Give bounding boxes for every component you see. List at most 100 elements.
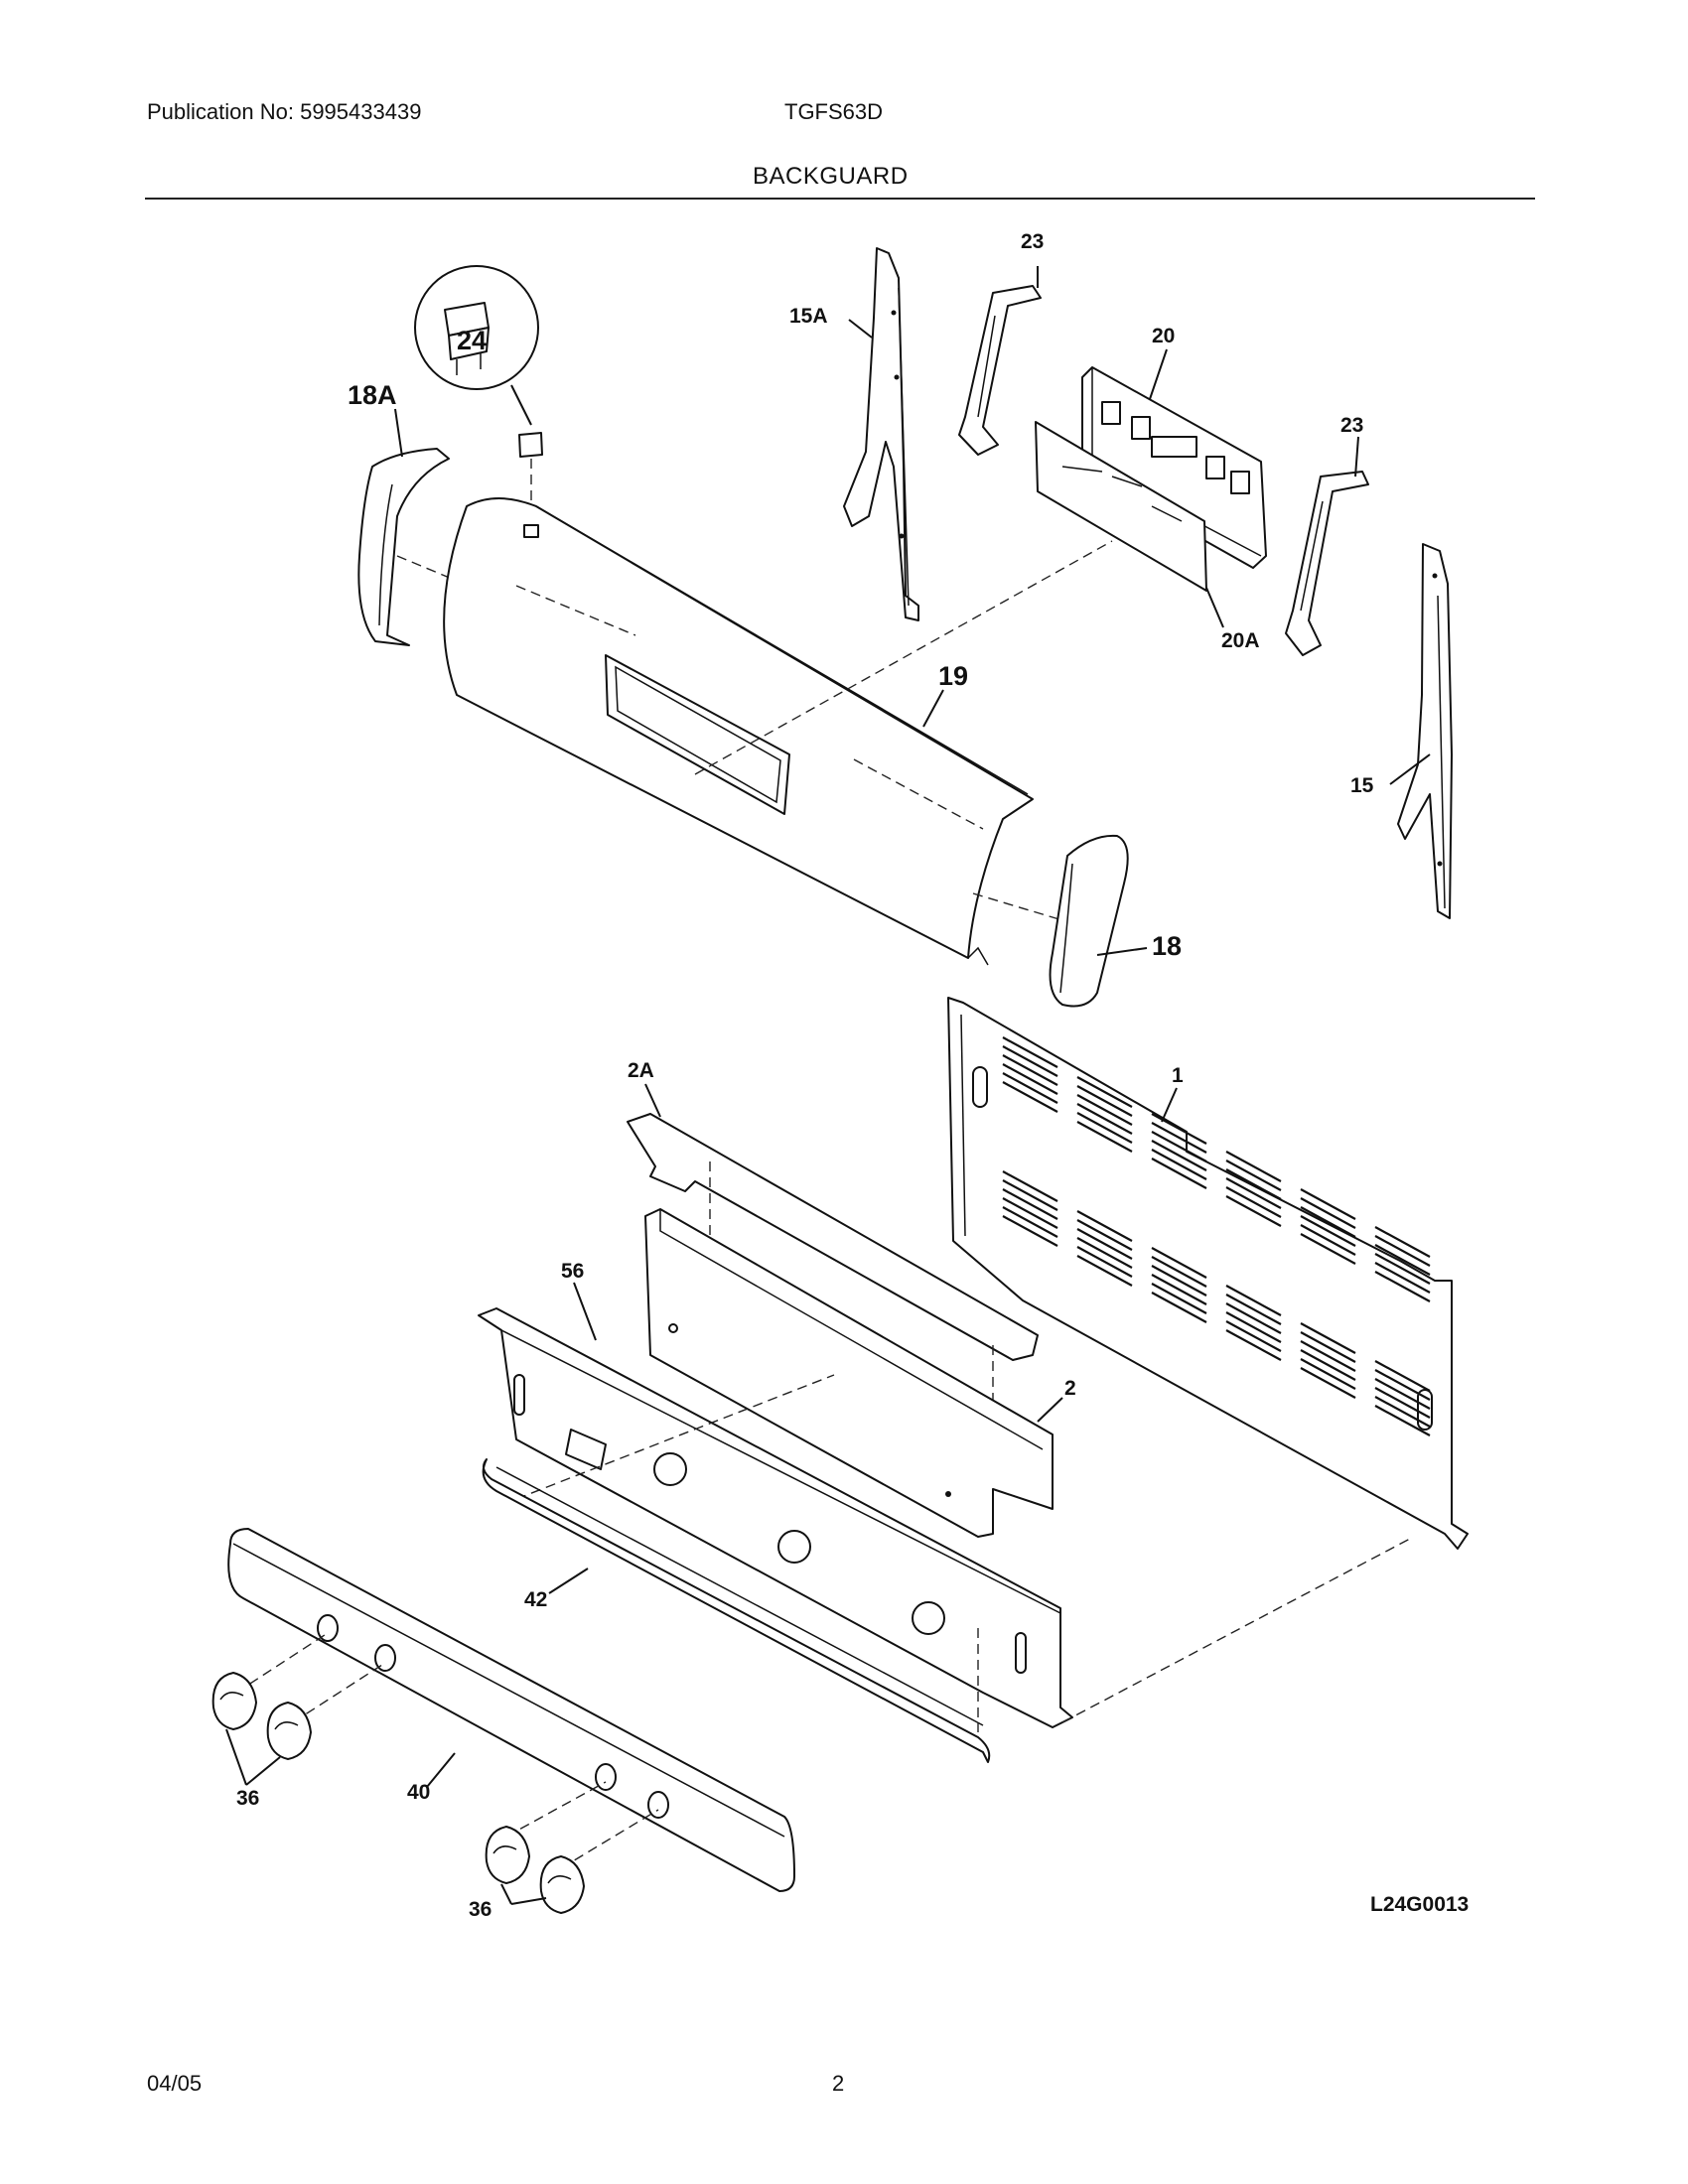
vent-louver [1300, 1367, 1356, 1399]
knob [539, 1855, 585, 1914]
knob-hole [374, 1644, 396, 1672]
vent-louver [1076, 1246, 1133, 1278]
part-36-knobs [211, 1672, 585, 1914]
overlay-20a [1035, 421, 1207, 592]
vent-louver [1374, 1253, 1431, 1285]
vent-louver [1002, 1054, 1058, 1086]
hole [894, 374, 900, 380]
hole [945, 1491, 951, 1497]
vent-louver [1225, 1151, 1282, 1182]
callout-19: 19 [938, 661, 968, 691]
bracket-23b [1285, 471, 1369, 656]
valve-hole [653, 1452, 687, 1486]
callout-18: 18 [1152, 931, 1182, 961]
hole [891, 310, 897, 316]
vent-louver [1076, 1210, 1133, 1242]
part-42-trim [482, 1458, 991, 1763]
vent-louver [1076, 1219, 1133, 1251]
vent-louver [1151, 1158, 1207, 1189]
vent-louver [1374, 1271, 1431, 1302]
vent-louver [1225, 1320, 1282, 1352]
slot [513, 1374, 525, 1416]
vent-louver [1151, 1247, 1207, 1279]
leader-20a [1205, 587, 1224, 628]
end-cap-left [357, 448, 450, 646]
rear-panel-body [947, 997, 1469, 1550]
callout-2: 2 [1064, 1377, 1076, 1400]
valve-hole [912, 1601, 945, 1635]
overlay-mark [1151, 505, 1183, 522]
callout-labels: 23 15A 20 24 18A 23 20A 19 15 18 1 2A 56… [236, 230, 1469, 1921]
vent-louver [1151, 1149, 1207, 1180]
relay [1205, 456, 1225, 479]
callout-42: 42 [524, 1588, 547, 1611]
vent-grid [1002, 1036, 1431, 1436]
knob-body [539, 1855, 585, 1914]
knob-body [211, 1672, 257, 1730]
vent-louver [1374, 1244, 1431, 1276]
part-2-panel [644, 1208, 1054, 1538]
callout-15a: 15A [789, 305, 828, 328]
hole [668, 1323, 678, 1333]
vent-louver [1002, 1081, 1058, 1113]
callout-18a: 18A [348, 380, 397, 410]
end-cap-right [1049, 834, 1129, 1008]
part-19-control-panel [443, 497, 1113, 966]
vent-louver [1374, 1360, 1431, 1392]
vent-louver [1225, 1329, 1282, 1361]
vent-louver [1225, 1168, 1282, 1200]
part-18-end-cap [1049, 834, 1129, 1008]
callout-24: 24 [457, 326, 487, 355]
leader-36a [225, 1728, 247, 1786]
vent-louver [1300, 1224, 1356, 1256]
leader-36a [245, 1756, 281, 1786]
bracket-23a [958, 285, 1042, 456]
vent-louver [1002, 1188, 1058, 1220]
relay [1131, 416, 1151, 440]
leader-2 [1037, 1397, 1063, 1423]
vent-louver [1225, 1195, 1282, 1227]
trim-42-edge [495, 1466, 984, 1726]
part-15a-bracket [843, 247, 919, 621]
leader-2a [644, 1083, 661, 1118]
leader-lines [394, 319, 1431, 1788]
hole [899, 533, 905, 539]
knob-hole [595, 1763, 617, 1791]
vent-louver [1002, 1170, 1058, 1202]
vent-louver [1225, 1294, 1282, 1325]
panel-to-endcap-align [972, 892, 1073, 924]
leader-40 [426, 1752, 456, 1788]
knob-grip [492, 1845, 517, 1854]
part-23-bracket-a [958, 266, 1042, 456]
callout-36-bottom: 36 [469, 1898, 492, 1921]
vent-louver [1151, 1292, 1207, 1323]
vent-louver [1225, 1177, 1282, 1209]
vent-louver [1002, 1179, 1058, 1211]
vent-louver [1002, 1072, 1058, 1104]
footer-page-number: 2 [832, 2071, 845, 2096]
leader-18a [394, 408, 403, 458]
knob-grip [274, 1721, 299, 1730]
publication-number: Publication No: 5995433439 [147, 99, 422, 124]
vent-louver [1076, 1112, 1133, 1144]
callout-23-upper: 23 [1021, 230, 1044, 253]
vent-louver [1002, 1036, 1058, 1068]
vent-louver [1374, 1405, 1431, 1436]
vent-louver [1300, 1322, 1356, 1354]
leader-19 [922, 689, 944, 728]
vent-louver [1076, 1076, 1133, 1108]
panel-guide [853, 758, 984, 830]
vent-louver [1151, 1113, 1207, 1145]
knob-body [266, 1702, 312, 1760]
part-56-manifold-panel [478, 1307, 1411, 1728]
shield-2a [627, 1113, 1039, 1361]
leader-42 [548, 1568, 589, 1594]
footer-date: 04/05 [147, 2071, 203, 2096]
panel-56-rear-align [1061, 1538, 1411, 1723]
vent-louver [1374, 1396, 1431, 1428]
display-window-inner [615, 665, 781, 804]
header-rule [145, 198, 1535, 200]
vent-louver [1300, 1340, 1356, 1372]
leader-23b [1354, 436, 1359, 478]
